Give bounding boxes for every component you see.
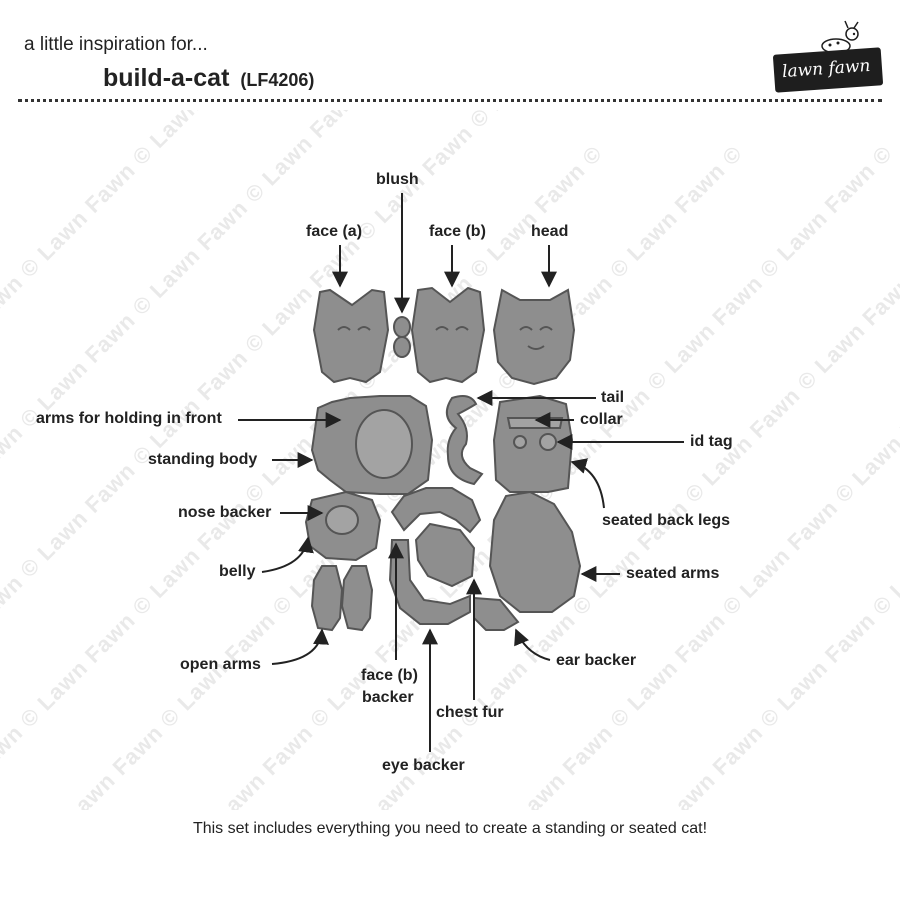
label-nose-backer: nose backer xyxy=(178,504,272,521)
label-tail: tail xyxy=(601,389,625,406)
arms-front-die xyxy=(355,409,413,479)
label-face-a: face (a) xyxy=(306,223,363,240)
chest-fur-die xyxy=(414,522,476,588)
arrow-open-arms xyxy=(271,628,330,665)
label-face-b-backer-line2: backer xyxy=(362,689,414,706)
caption: This set includes everything you need to… xyxy=(192,820,708,837)
face-a-eye-right xyxy=(357,326,371,331)
head-eye-right xyxy=(539,326,553,331)
seated-back-legs-die xyxy=(492,394,574,493)
blush-die-bottom xyxy=(393,336,411,358)
label-eye-backer: eye backer xyxy=(382,757,465,774)
open-arms-right-die xyxy=(340,565,374,632)
header-divider xyxy=(18,99,882,102)
open-arms-left-die xyxy=(310,565,344,632)
label-arms-front: arms for holding in front xyxy=(36,410,222,427)
face-a-eye-left xyxy=(337,326,351,331)
arrow-seated-back-legs xyxy=(570,458,605,509)
intro-text: a little inspiration for... xyxy=(24,34,208,55)
title-text: build-a-cat xyxy=(103,64,230,92)
head-die xyxy=(492,288,576,386)
brand-logo: lawn fawn xyxy=(772,18,884,94)
head-eye-left xyxy=(519,326,533,331)
face-b-eye-left xyxy=(435,326,449,331)
product-code: (LF4206) xyxy=(240,70,315,90)
label-blush: blush xyxy=(376,171,419,188)
label-collar: collar xyxy=(580,411,623,428)
label-chest-fur: chest fur xyxy=(436,704,504,721)
collar-button xyxy=(513,435,527,449)
label-face-b: face (b) xyxy=(429,223,486,240)
blush-die-top xyxy=(393,316,411,338)
face-b-die xyxy=(410,286,486,384)
nose-backer-die xyxy=(325,505,359,535)
arrow-ear-backer xyxy=(514,628,551,661)
id-tag-die xyxy=(539,433,557,451)
label-standing-body: standing body xyxy=(148,451,258,468)
face-b-eye-right xyxy=(455,326,469,331)
label-belly: belly xyxy=(219,563,256,580)
label-face-b-backer-line1: face (b) xyxy=(361,667,418,684)
face-a-die xyxy=(312,288,390,384)
page-title: build-a-cat (LF4206) xyxy=(103,64,314,93)
tail-die xyxy=(445,395,484,486)
label-ear-backer: ear backer xyxy=(556,652,637,669)
arrow-belly xyxy=(261,536,314,573)
eye-backer-die xyxy=(388,539,471,625)
label-seated-back-legs: seated back legs xyxy=(602,512,731,529)
label-open-arms: open arms xyxy=(180,656,261,673)
label-head: head xyxy=(531,223,569,240)
seated-arms-die xyxy=(488,490,582,613)
face-b-backer-die xyxy=(390,487,482,534)
label-id-tag: id tag xyxy=(690,433,733,450)
label-seated-arms: seated arms xyxy=(626,565,720,582)
head-mouth xyxy=(527,345,545,350)
